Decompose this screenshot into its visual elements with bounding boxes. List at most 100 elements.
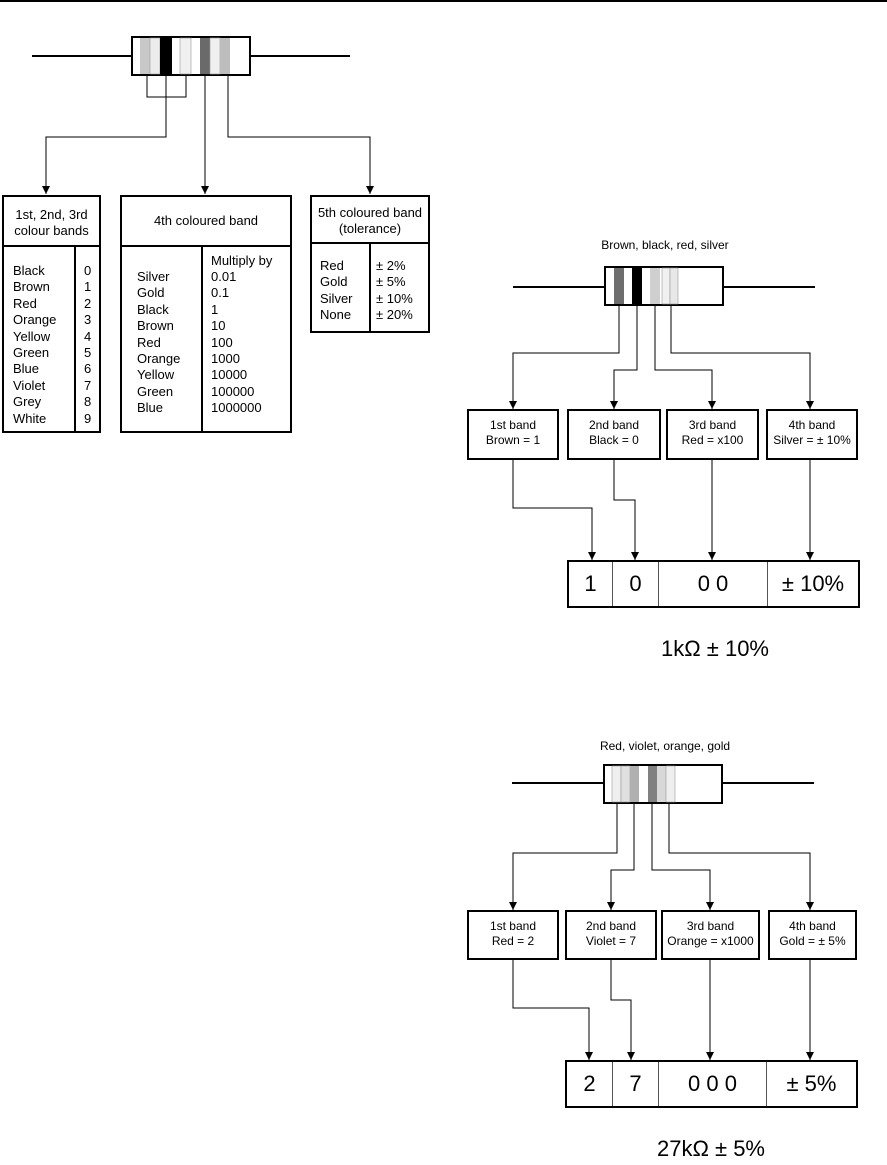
resistor-band: [179, 37, 192, 75]
example-2-band-3: 3rd band Orange = x1000: [661, 910, 760, 960]
key-connectors: [42, 75, 374, 194]
multiplier-value: 100: [211, 334, 233, 350]
digit-bands-header: 1st, 2nd, 3rd colour bands: [14, 207, 89, 238]
example-1-band-4: 4th band Silver = ± 10%: [766, 409, 858, 460]
colour-name: Red: [13, 295, 37, 311]
band-title: 3rd band: [686, 919, 735, 933]
multiplier-value: 100000: [211, 383, 255, 399]
band-detail: Red = x100: [681, 433, 744, 447]
example-2-band-2: 2nd band Violet = 7: [565, 910, 657, 960]
band-detail: Red = 2: [491, 934, 535, 948]
band-title: 1st band: [489, 418, 537, 432]
digit-value: 7: [84, 377, 92, 393]
resistor-band: [220, 38, 230, 74]
example-2-resistor: [512, 764, 814, 804]
digit-value: 3: [84, 312, 92, 328]
colour-name: Blue: [13, 361, 40, 377]
example-1-resistor: [513, 266, 815, 306]
result-cell: ± 5%: [786, 1071, 837, 1096]
band-detail: Gold = ± 5%: [779, 934, 846, 948]
example-1-band-2: 2nd band Black = 0: [567, 409, 661, 460]
example-1-result-row: 1 0 0 0 ± 10%: [567, 560, 860, 608]
example-2-band-4: 4th band Gold = ± 5%: [768, 910, 857, 960]
example-1-connectors: [509, 305, 814, 560]
band-title: 3rd band: [688, 418, 737, 432]
band-title: 2nd band: [585, 919, 637, 933]
result-cell: ± 10%: [781, 571, 845, 596]
colour-name: None: [320, 307, 352, 323]
page-top-rule: [0, 0, 887, 2]
digit-value: 4: [84, 328, 92, 344]
band-detail: Black = 0: [589, 433, 639, 447]
colour-name: Blue: [137, 400, 164, 416]
colour-name: Green: [13, 345, 50, 361]
colour-name: Brown: [13, 279, 50, 295]
multiplier-value: 1000: [211, 351, 240, 367]
colour-name: Silver: [137, 269, 170, 284]
colour-name: Red: [320, 258, 344, 273]
resistor-band: [149, 37, 161, 75]
table-divider: [74, 247, 76, 431]
multiply-by-label: Multiply by: [211, 253, 273, 268]
colour-name: Black: [137, 301, 169, 317]
table-divider: [201, 247, 203, 431]
colour-name: Red: [137, 334, 161, 350]
result-cell: 0 0 0: [659, 1062, 767, 1106]
colour-name: Black: [13, 263, 45, 278]
tolerance-value: ± 20%: [376, 307, 413, 323]
colour-name: Orange: [137, 351, 181, 367]
multiplier-band-header: 4th coloured band: [153, 213, 259, 228]
band-title: 4th band: [788, 418, 836, 432]
example-2-caption: Red, violet, orange, gold: [599, 739, 731, 753]
digit-value: 2: [84, 295, 92, 311]
result-cell: 7: [613, 1062, 659, 1106]
example-2-result-row: 2 7 0 0 0 ± 5%: [565, 1060, 858, 1108]
band-title: 1st band: [489, 919, 537, 933]
resistor-band: [209, 37, 221, 75]
colour-name: Gold: [137, 285, 165, 301]
tolerance-value: ± 10%: [376, 290, 413, 306]
tolerance-value-list: ± 2%± 5%± 10%± 20%: [376, 258, 413, 324]
digit-value: 6: [84, 361, 92, 377]
band-detail: Violet = 7: [585, 934, 637, 948]
digit-value: 5: [84, 345, 92, 361]
band-detail: Brown = 1: [485, 433, 541, 447]
band-detail: Silver = ± 10%: [773, 433, 851, 447]
example-2-band-1: 1st band Red = 2: [467, 910, 559, 960]
table-divider: [4, 245, 99, 247]
colour-name: Yellow: [13, 328, 51, 344]
resistor-band: [140, 38, 150, 74]
digit-value: 0: [84, 263, 92, 278]
example-2-value: 27kΩ ± 5%: [656, 1136, 765, 1161]
colour-name: White: [13, 410, 47, 426]
digit-value: 8: [84, 394, 92, 410]
example-1-caption: Brown, black, red, silver: [601, 238, 729, 252]
tolerance-value: ± 5%: [376, 274, 406, 290]
multiplier-value: 1000000: [211, 400, 262, 416]
colour-name: Green: [137, 383, 174, 399]
multiplier-value: 10: [211, 318, 226, 334]
table-divider: [312, 242, 428, 244]
band-title: 4th band: [789, 919, 836, 933]
table-divider: [369, 244, 371, 331]
band-title: 2nd band: [588, 418, 640, 432]
tolerance-value: ± 2%: [376, 258, 406, 273]
colour-name: Yellow: [137, 367, 175, 383]
colour-name: Gold: [320, 274, 348, 290]
colour-name: Orange: [13, 312, 57, 328]
colour-name: Grey: [13, 394, 42, 410]
multiplier-value: 1: [211, 301, 219, 317]
tolerance-band-header: 5th coloured band (tolerance): [317, 205, 423, 236]
colour-name: Violet: [13, 377, 46, 393]
digit-value: 9: [84, 410, 92, 426]
result-cell: 2: [567, 1062, 613, 1106]
example-1-band-1: 1st band Brown = 1: [467, 409, 559, 460]
